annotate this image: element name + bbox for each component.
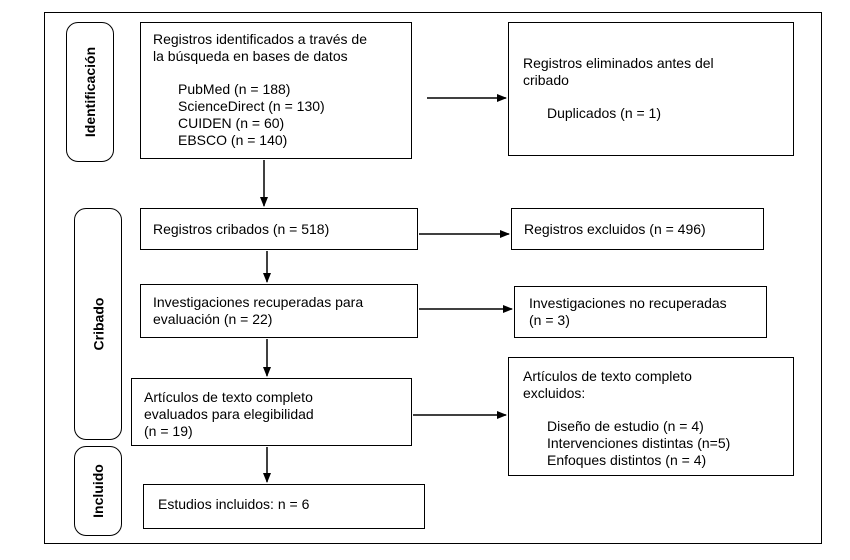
database-count: ScienceDirect (n = 130): [178, 98, 325, 114]
excluded-records-box: Registros excluidos (n = 496): [511, 208, 764, 250]
box-title-line: Registros identificados a través de: [153, 31, 367, 47]
box-text-line: Artículos de texto completo: [144, 389, 313, 405]
database-count: CUIDEN (n = 60): [178, 115, 285, 131]
database-count: PubMed (n = 188): [178, 81, 291, 97]
assessed-articles-box: Artículos de texto completo evaluados pa…: [131, 378, 412, 446]
stage-identification: Identificación: [66, 22, 114, 162]
box-text-line: evaluados para elegibilidad: [144, 406, 314, 422]
box-title-line: excluidos:: [523, 385, 586, 401]
included-studies-box: Estudios incluidos: n = 6: [143, 484, 425, 529]
box-title-line: Artículos de texto completo: [523, 368, 692, 384]
box-text-line: (n = 19): [144, 423, 193, 439]
database-count: EBSCO (n = 140): [178, 132, 288, 148]
box-text-line: Investigaciones recuperadas para: [153, 294, 364, 310]
box-text-line: (n = 3): [529, 312, 570, 328]
box-title-line: la búsqueda en bases de datos: [153, 48, 348, 64]
identified-records-box: Registros identificados a través de la b…: [140, 22, 412, 159]
box-title-line: Registros eliminados antes del: [523, 55, 714, 71]
box-title-line: cribado: [523, 72, 569, 88]
stage-included: Incluido: [74, 446, 122, 536]
exclusion-reason: Diseño de estudio (n = 4): [547, 418, 704, 434]
fulltext-excluded-box: Artículos de texto completo excluidos: D…: [508, 357, 794, 476]
retrieved-reports-box: Investigaciones recuperadas para evaluac…: [140, 284, 418, 338]
not-retrieved-box: Investigaciones no recuperadas (n = 3): [514, 286, 767, 338]
exclusion-reason: Enfoques distintos (n = 4): [547, 452, 707, 468]
duplicates-count: Duplicados (n = 1): [547, 105, 662, 121]
diagram-frame: [44, 12, 822, 544]
removed-records-box: Registros eliminados antes del cribado D…: [508, 22, 794, 156]
excluded-records-label: Registros excluidos (n = 496): [524, 221, 706, 237]
box-text-line: Investigaciones no recuperadas: [529, 295, 727, 311]
screened-records-box: Registros cribados (n = 518): [140, 208, 418, 250]
included-studies-label: Estudios incluidos: n = 6: [158, 496, 310, 512]
exclusion-reason: Intervenciones distintas (n=5): [547, 435, 731, 451]
stage-screening: Cribado: [74, 208, 122, 440]
box-text-line: evaluación (n = 22): [153, 311, 273, 327]
screened-records-label: Registros cribados (n = 518): [153, 221, 330, 237]
